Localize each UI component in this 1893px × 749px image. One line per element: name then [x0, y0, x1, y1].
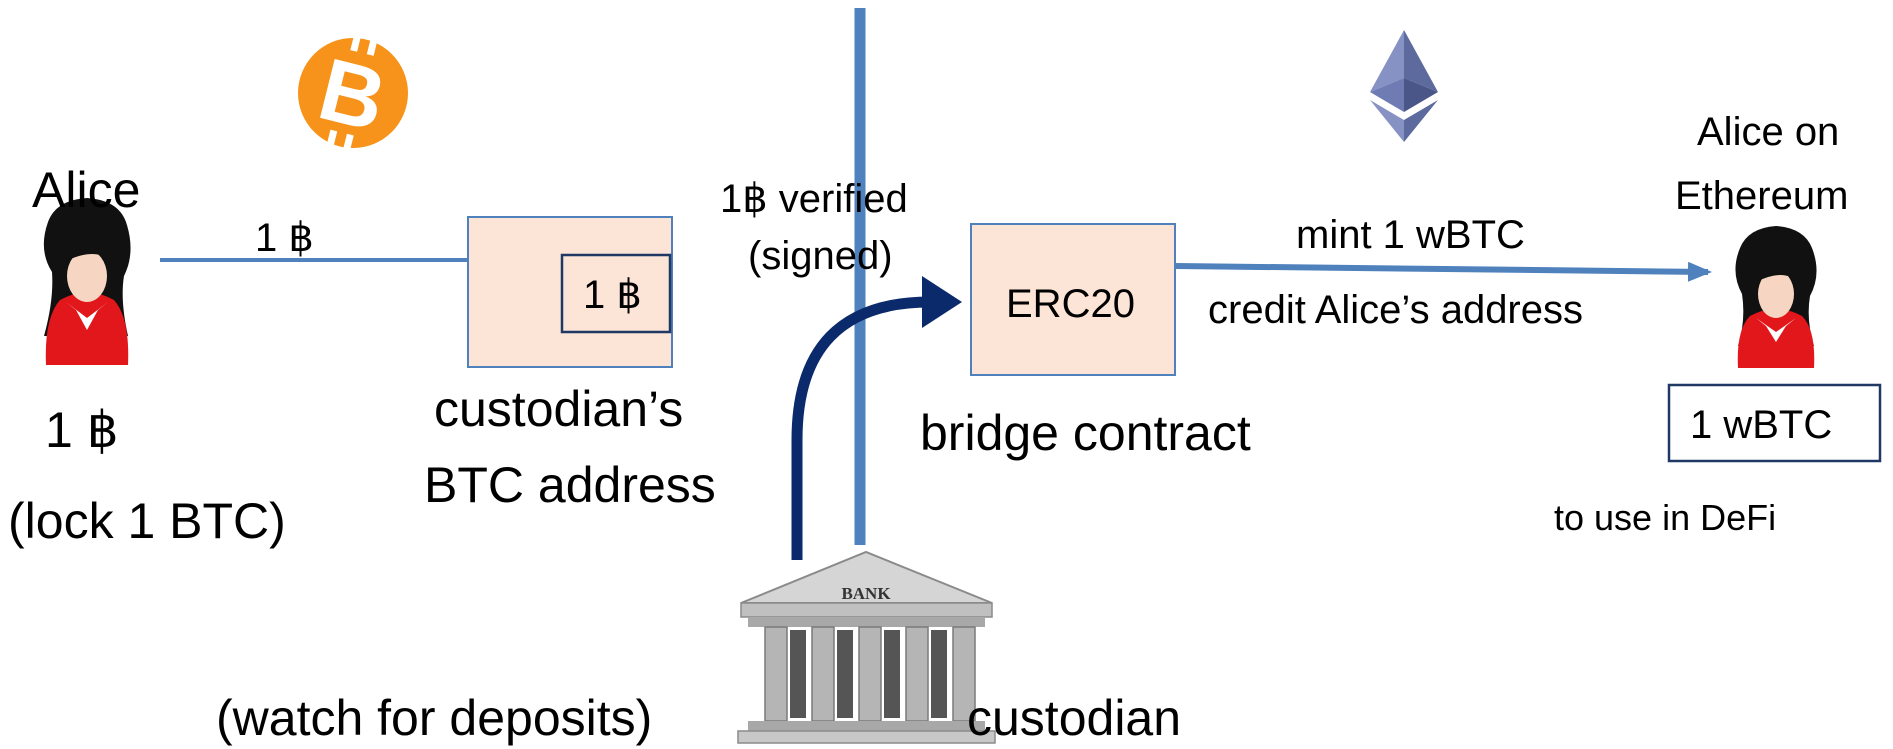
custodian-btc-inner-box	[560, 253, 672, 334]
wbtc-balance-box	[1667, 383, 1882, 463]
erc20-label: ERC20	[1006, 282, 1135, 326]
custodian-signal-arrow	[791, 296, 931, 560]
verified-line1: 1฿ verified	[720, 177, 908, 221]
alice-on-ethereum-line1: Alice on	[1697, 110, 1840, 154]
bridge-contract-label: bridge contract	[920, 405, 1251, 461]
alice-avatar-icon	[43, 198, 131, 365]
alice-label: Alice	[32, 162, 141, 218]
alice-balance-label: 1 ฿	[45, 402, 119, 458]
verified-line2: (signed)	[748, 234, 893, 278]
bank-building-icon: BANK	[737, 550, 996, 744]
transfer-amount-label: 1 ฿	[255, 216, 314, 260]
wbtc-balance-value: 1 wBTC	[1690, 403, 1833, 447]
bank-sign-text: BANK	[841, 584, 891, 603]
custodian-address-line2: BTC address	[424, 457, 716, 513]
custodian-box-value: 1 ฿	[583, 273, 642, 317]
lock-note-label: (lock 1 BTC)	[8, 493, 286, 549]
credit-address-label: credit Alice’s address	[1208, 288, 1583, 332]
custodian-signal-arrowhead	[922, 276, 962, 328]
erc20-contract-box	[970, 223, 1176, 376]
mint-label: mint 1 wBTC	[1296, 213, 1525, 257]
defi-note-label: to use in DeFi	[1554, 497, 1777, 538]
watch-for-deposits-label: (watch for deposits)	[216, 690, 653, 746]
alice-on-ethereum-line2: Ethereum	[1675, 174, 1849, 218]
alice-on-ethereum-avatar-icon	[1735, 226, 1817, 368]
bitcoin-logo-icon: B	[298, 36, 408, 150]
custodian-label: custodian	[967, 690, 1182, 746]
custodian-address-line1: custodian’s	[434, 381, 684, 437]
mint-arrow	[1175, 261, 1712, 282]
ethereum-logo-icon	[1370, 30, 1438, 142]
